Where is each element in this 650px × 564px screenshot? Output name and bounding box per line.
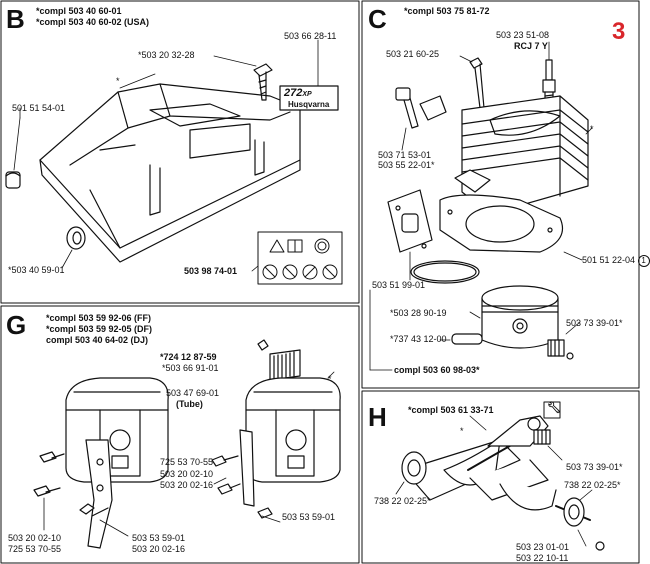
part-label-g-6: 503 20 02-10 [160,469,214,479]
part-label-b-1: *503 20 32-28 [138,50,195,60]
section-g-compl-3: compl 503 40 64-02 (DJ) [46,335,149,345]
crank-key-drawing [577,529,605,551]
crankshaft-drawing [403,415,591,521]
circled-note-1: 1 [637,255,650,267]
panel-h-frame [361,390,640,564]
part-label-c-1: 503 23 51-08 [496,30,550,40]
part-label-c-10: *737 43 12-00 [390,334,447,344]
section-letter-b: B [6,4,25,34]
part-label-b-4: * [116,76,120,86]
muffler-left-bracket-drawing [85,439,113,549]
part-label-g-2: *503 66 91-01 [162,363,219,373]
panel-b-frame [0,0,360,304]
part-label-g-7: 503 20 02-16 [160,480,214,490]
part-label-c-9: 503 73 39-01* [566,318,623,328]
panel-c-frame [361,0,640,389]
exhaust-gasket-drawing [387,189,433,281]
muffler-left-screws-drawing [33,451,129,537]
cylinder-gasket-drawing [439,194,583,261]
section-letter-g: G [6,310,27,340]
part-label-c-6: 501 51 22-04 1 [582,255,650,267]
section-g-compl-1: *compl 503 59 92-06 (FF) [46,313,152,323]
muffler-left-drawing [65,377,169,483]
warning-decal-drawing [251,231,343,285]
muffler-right-drawing [245,371,341,483]
section-letter-c: C [368,4,387,34]
decompression-valve-drawing [395,87,447,151]
part-label-c-5: 503 55 22-01* [378,160,435,170]
part-label-c-8: *503 28 90-19 [390,308,447,318]
muffler-right-bracket-drawing [239,429,255,507]
piston-assembly-leader [369,289,393,371]
part-label-c-3: * [590,124,594,134]
part-label-b-3: 501 51 54-01 [12,103,66,113]
part-label-h-1: * [460,426,464,436]
part-label-c-11: compl 503 60 98-03* [394,365,480,375]
part-label-g-5: 725 53 70-55 [160,457,214,467]
main-bearing-left-drawing [395,451,427,495]
part-label-b-6: 503 98 74-01 [184,266,238,276]
part-label-c-2: 503 21 60-25 [386,49,440,59]
piston-ring-drawing [410,260,480,284]
part-label-g-11: 725 53 70-55 [8,544,62,554]
part-label-g-8: 503 53 59-01 [282,512,336,522]
cover-screw-drawing [213,55,273,101]
page-number: 3 [612,18,626,45]
muffler-right-screws-drawing [211,455,281,523]
part-label-h-5: 503 23 01-01 [516,542,570,552]
needle-bearing-drawing [547,321,581,360]
part-label-g-1: *724 12 87-59 [160,352,217,362]
part-label-h-3: 738 22 02-25* [564,480,621,490]
main-bearing-right-drawing [563,489,593,527]
piston-drawing [469,285,559,349]
section-c-compl: *compl 503 75 81-72 [404,6,490,16]
spark-arrestor-screen-drawing [257,339,301,381]
part-label-g-9: 503 53 59-01 [132,533,186,543]
section-h-compl: *compl 503 61 33-71 [408,405,494,415]
part-label-c-1b: RCJ 7 Y [514,41,548,51]
section-b-compl-2: *compl 503 40 60-02 (USA) [36,17,150,27]
part-label-h-6: 503 22 10-11 [516,553,569,563]
spark-plug-drawing [542,41,556,111]
section-g-compl-2: *compl 503 59 92-05 (DF) [46,324,153,334]
part-label-b-2: 503 66 28-11 [284,31,337,41]
model-decal-drawing [279,39,339,111]
washer-drawing [61,226,86,269]
section-b-compl-1: *compl 503 40 60-01 [36,6,122,16]
part-label-g-10: 503 20 02-10 [8,533,62,543]
panel-g-frame [0,305,360,564]
part-label-h-4: 738 22 02-25* [374,496,431,506]
decal-model-text: 272XP [284,87,312,99]
part-label-g-3: * [328,374,332,384]
piston-pin-drawing [439,333,483,345]
decal-brand-text: Husqvarna [288,100,330,109]
cylinder-cover-drawing [39,73,301,263]
section-letter-h: H [368,402,387,432]
wrench-icon: 🔧︎ [547,402,561,414]
part-label-g-12: 503 20 02-16 [132,544,186,554]
rubber-plug-drawing [5,107,21,189]
crank-needle-bearing-drawing [533,429,563,461]
part-label-h-2: 503 73 39-01* [566,462,623,472]
part-label-c-7: 503 51 99-01 [372,280,426,290]
special-tool-icon-frame [543,401,561,419]
part-label-c-4: 503 71 53-01 [378,150,432,160]
part-label-g-4: 503 47 69-01 [166,388,220,398]
part-label-g-4b: (Tube) [176,399,203,409]
cylinder-bolt-drawing [459,55,485,109]
part-label-b-5: *503 40 59-01 [8,265,65,275]
cylinder-drawing [454,95,593,215]
